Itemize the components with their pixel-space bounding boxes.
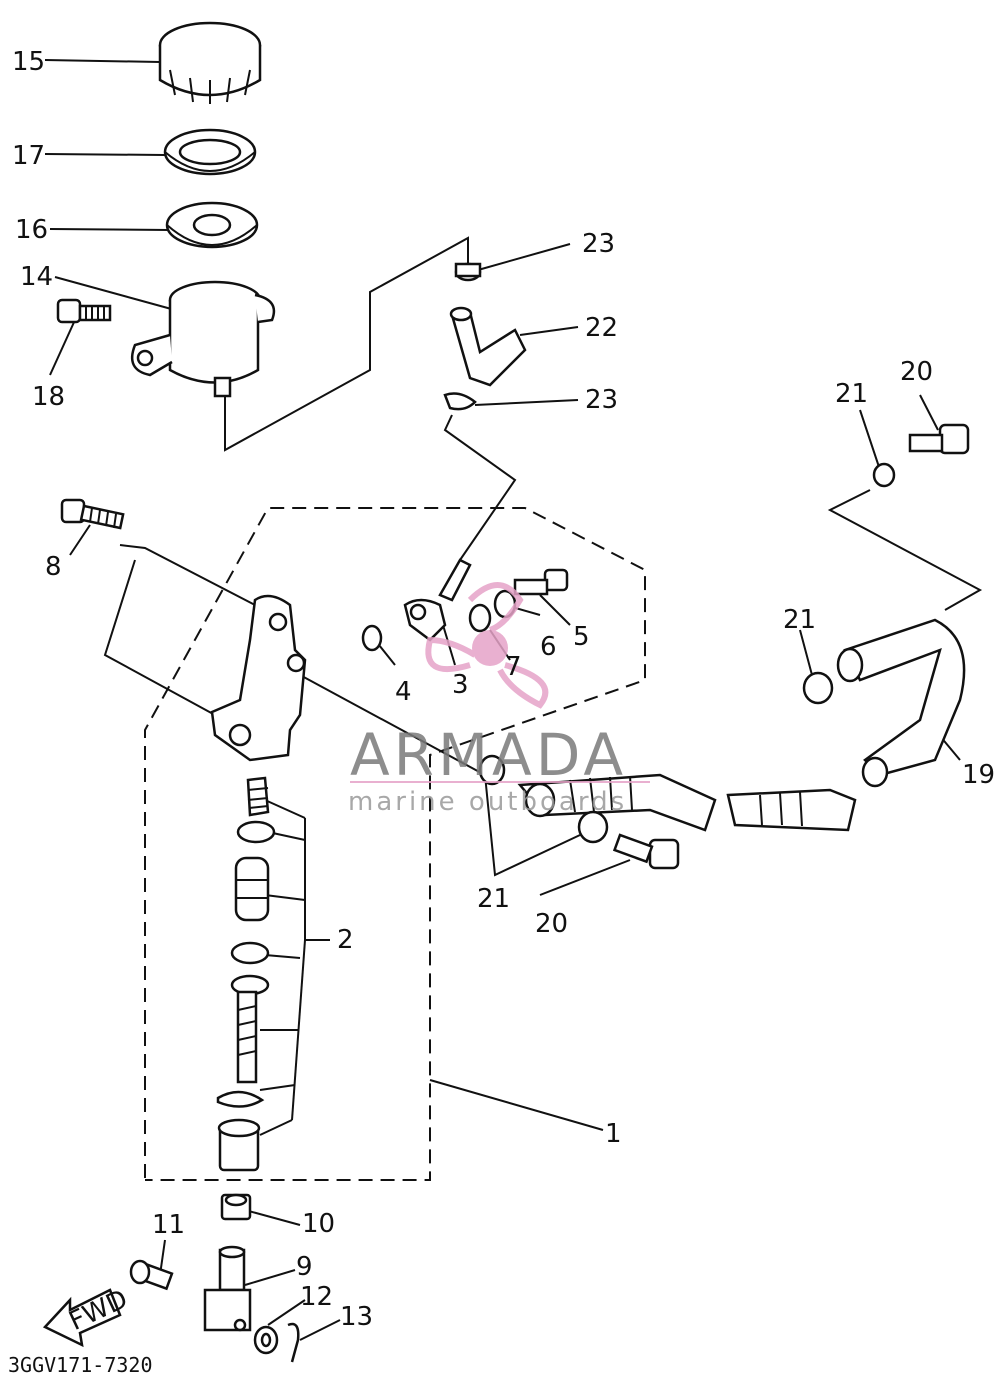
callout-21-upper: 21 [835,379,868,409]
callout-14: 14 [20,262,53,292]
pin-11 [129,1259,174,1291]
callout-17: 17 [12,141,45,171]
assembly-boundary [144,507,646,1181]
drawing-code: 3GGV171-7320 [8,1353,153,1377]
callout-10: 10 [302,1209,335,1239]
banjo-bolt-20-lower [612,833,680,870]
washers-21 [478,462,896,844]
callout-1: 1 [605,1119,622,1149]
reservoir-cap-15 [158,21,262,104]
o-ring-4 [361,624,383,652]
callout-13: 13 [340,1302,373,1332]
callout-18: 18 [32,382,65,412]
callout-6: 6 [540,632,557,662]
fwd-arrow-label: FWD [65,1284,133,1337]
leader-lines [44,59,983,1341]
callout-12: 12 [300,1282,333,1312]
diaphragm-16 [165,201,259,249]
callout-2: 2 [337,925,354,955]
clamp-23-top [454,262,482,282]
washer-7 [468,603,492,633]
watermark-tagline: marine outboards [348,787,627,817]
callout-3: 3 [452,670,469,700]
callout-15: 15 [12,47,45,77]
bolt-8 [60,498,125,530]
callout-8: 8 [45,552,62,582]
callout-11: 11 [152,1210,185,1240]
fitting-3 [403,558,472,642]
banjo-bolt-20-upper [908,423,970,455]
callout-16: 16 [15,215,48,245]
cotter-pin-13 [287,1322,300,1363]
callout-23-top: 23 [582,229,615,259]
callout-7: 7 [505,652,522,682]
armada-logo-icon [425,582,549,709]
callout-21-lower: 21 [477,884,510,914]
clamp-23-bottom [443,392,477,411]
nut-10 [220,1193,252,1221]
callout-5: 5 [573,622,590,652]
callout-20-lower: 20 [535,909,568,939]
callout-9: 9 [296,1252,313,1282]
watermark: ARMADA marine outboards [348,582,650,817]
master-cylinder-body [210,594,307,762]
reservoir-tank-14 [130,280,276,398]
clevis-9 [203,1245,252,1332]
bolt-5 [513,568,569,596]
callout-22: 22 [585,313,618,343]
callout-23-bottom: 23 [585,385,618,415]
diaphragm-holder-17 [163,128,257,176]
piston-kit-2 [216,776,276,1172]
hose-22 [449,306,527,387]
callout-19: 19 [962,760,995,790]
fwd-arrow-icon: FWD [42,1284,133,1348]
bolt-18 [56,298,112,324]
callout-21-right: 21 [783,605,816,635]
watermark-brand: ARMADA [350,721,627,789]
callout-labels: 15 17 16 14 18 23 22 23 21 20 8 4 3 7 6 … [12,47,995,1332]
brake-hose-19 [517,618,966,832]
washer-12 [253,1325,279,1355]
callout-20-upper: 20 [900,357,933,387]
callout-4: 4 [395,677,412,707]
